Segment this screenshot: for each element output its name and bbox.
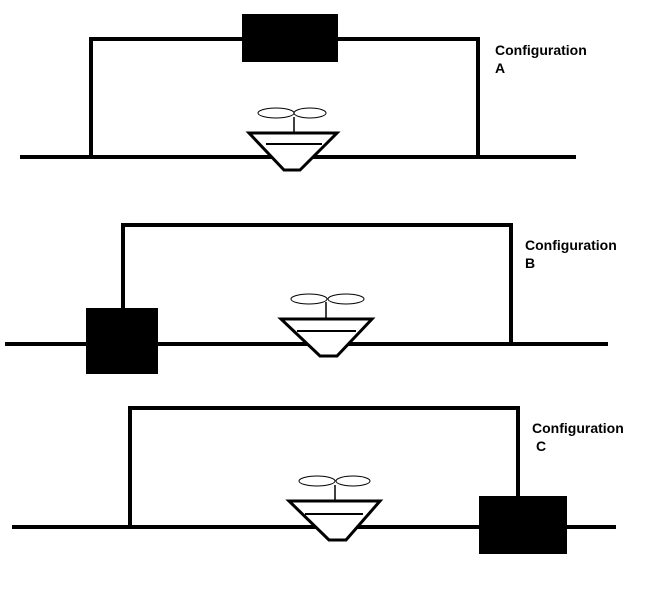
flower-pot-icon (245, 131, 341, 172)
configuration-b-label: Configuration B (525, 236, 617, 272)
configuration-a-letter: A (495, 60, 506, 76)
configuration-b-group (5, 223, 608, 374)
configuration-b-title: Configuration (525, 237, 617, 253)
configuration-c-label: Configuration C (532, 419, 624, 455)
flower-pot-icon (285, 499, 384, 542)
configuration-a-label: Configuration A (495, 41, 587, 77)
configuration-c-title: Configuration (532, 420, 624, 436)
seedling-icon (257, 107, 327, 133)
configuration-b-letter: B (525, 255, 536, 271)
black-box-c (479, 496, 567, 554)
enclosure-c (128, 406, 520, 527)
configuration-a-title: Configuration (495, 42, 587, 58)
enclosure-b (121, 223, 513, 344)
configuration-c-letter: C (536, 438, 547, 454)
seedling-icon (298, 475, 371, 501)
seedling-icon (290, 293, 365, 319)
configuration-c-group (12, 406, 616, 554)
black-box-b (86, 308, 158, 374)
flower-pot-icon (277, 317, 376, 358)
black-box-a (242, 14, 338, 62)
configuration-a-group (20, 14, 576, 172)
